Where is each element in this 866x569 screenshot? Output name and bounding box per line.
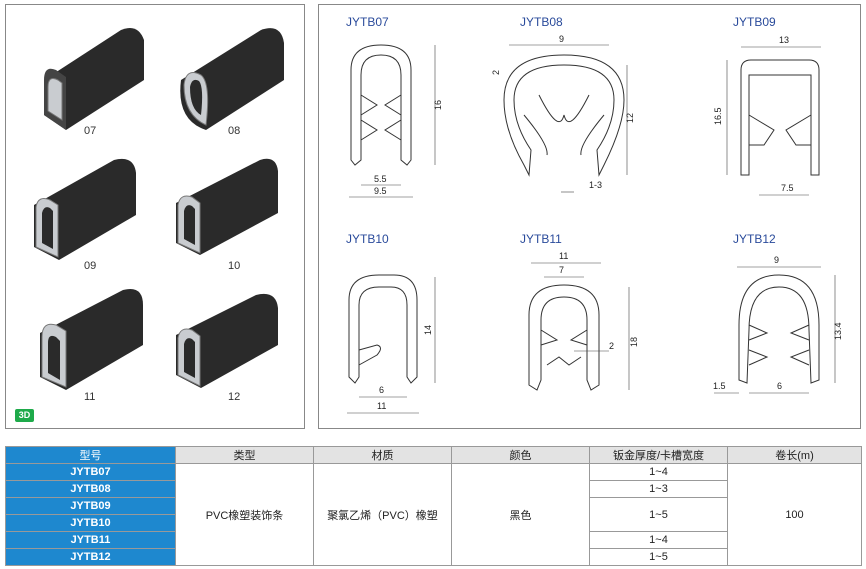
product-image-11 (40, 289, 143, 390)
dim-jytb10-gap: 6 (379, 385, 384, 395)
dim-jytb11-inner: 7 (559, 265, 564, 275)
product-image-07 (44, 27, 144, 130)
dim-jytb07-height: 16 (433, 100, 443, 110)
model-cell: JYTB10 (5, 514, 176, 532)
profile-jytb12 (738, 274, 820, 384)
model-cell: JYTB11 (5, 531, 176, 549)
model-cell: JYTB12 (5, 548, 176, 566)
dim-jytb09-width: 13 (779, 35, 789, 45)
dim-jytb09-gap: 7.5 (781, 183, 794, 193)
drawing-title-jytb11: JYTB11 (520, 232, 562, 246)
header-color: 颜色 (451, 446, 590, 464)
spec-table: 型号 类型 材质 颜色 钣金厚度/卡槽宽度 卷长(m) JYTB07 PVC橡塑… (5, 446, 862, 566)
product-image-09 (34, 158, 136, 260)
dim-jytb11-height: 18 (629, 337, 639, 347)
drawing-title-jytb08: JYTB08 (520, 15, 563, 29)
dim-jytb08-width: 9 (559, 34, 564, 44)
product-image-08 (180, 28, 284, 130)
dim-jytb07-gap: 5.5 (374, 174, 387, 184)
profile-jytb08 (503, 54, 625, 177)
header-material: 材质 (313, 446, 452, 464)
drawing-title-jytb09: JYTB09 (733, 15, 776, 29)
technical-drawing-panel: JYTB07 JYTB08 JYTB09 JYTB10 JYTB11 JYTB1… (318, 4, 861, 429)
product-label-09: 09 (84, 260, 97, 272)
color-cell: 黑色 (451, 463, 590, 566)
drawing-title-jytb07: JYTB07 (346, 15, 389, 29)
header-roll-length: 卷长(m) (727, 446, 862, 464)
product-3d-panel: 07 08 09 10 11 12 3D (5, 4, 305, 429)
dim-jytb08-range: 1-3 (589, 180, 602, 190)
product-label-08: 08 (228, 125, 241, 137)
thickness-cell: 1~3 (589, 480, 728, 498)
product-label-07: 07 (84, 125, 97, 137)
model-cell: JYTB08 (5, 480, 176, 498)
model-cell: JYTB07 (5, 463, 176, 481)
header-model: 型号 (5, 446, 176, 464)
table-row: JYTB10 (5, 514, 862, 532)
table-row: JYTB07 PVC橡塑装饰条 聚氯乙烯（PVC）橡塑 黑色 1~4 100 (5, 463, 862, 566)
table-header-row: 型号 类型 材质 颜色 钣金厚度/卡槽宽度 卷长(m) (5, 446, 862, 464)
header-thickness: 钣金厚度/卡槽宽度 (589, 446, 728, 464)
product-label-10: 10 (228, 260, 241, 272)
header-type: 类型 (175, 446, 314, 464)
thickness-cell: 1~4 (589, 531, 728, 549)
dim-jytb12-width: 9 (774, 255, 779, 265)
material-cell: 聚氯乙烯（PVC）橡塑 (313, 463, 452, 566)
dim-jytb09-height: 16.5 (713, 107, 723, 125)
dim-jytb12-gap: 6 (777, 381, 782, 391)
type-cell: PVC橡塑装饰条 (175, 463, 314, 566)
thickness-cell: 1~4 (589, 463, 728, 481)
dim-jytb08-top: 2 (491, 70, 501, 75)
profile-jytb11 (528, 284, 600, 391)
dim-jytb12-lip: 1.5 (713, 381, 726, 391)
table-row: JYTB11 1~4 (5, 531, 862, 549)
dim-jytb12-height: 13.4 (833, 322, 843, 340)
thickness-cell: 1~5 (589, 497, 728, 532)
dim-jytb07-width: 9.5 (374, 186, 387, 196)
table-row: JYTB08 1~3 (5, 480, 862, 498)
dim-jytb10-width: 11 (377, 401, 386, 411)
product-label-12: 12 (228, 391, 241, 403)
thickness-cell: 1~5 (589, 548, 728, 566)
profile-jytb07 (350, 44, 412, 166)
drawing-title-jytb12: JYTB12 (733, 232, 776, 246)
dim-jytb08-height: 12 (625, 113, 635, 123)
dim-jytb11-width: 11 (559, 251, 568, 261)
3d-badge: 3D (15, 409, 34, 422)
dim-jytb11-gap: 2 (609, 341, 614, 351)
product-image-12 (176, 293, 278, 388)
product-label-11: 11 (84, 391, 96, 403)
drawing-title-jytb10: JYTB10 (346, 232, 389, 246)
drawings-canvas: 16 5.5 9.5 9 2 12 1-3 13 16.5 7.5 14 6 1… (347, 34, 843, 414)
roll-length-cell: 100 (727, 463, 862, 566)
product-image-10 (176, 158, 278, 255)
profile-jytb10 (348, 274, 418, 384)
table-row: JYTB09 1~5 (5, 497, 862, 532)
model-cell: JYTB09 (5, 497, 176, 515)
profile-jytb09 (740, 59, 820, 176)
table-row: JYTB12 1~5 (5, 548, 862, 566)
dim-jytb10-height: 14 (423, 325, 433, 335)
